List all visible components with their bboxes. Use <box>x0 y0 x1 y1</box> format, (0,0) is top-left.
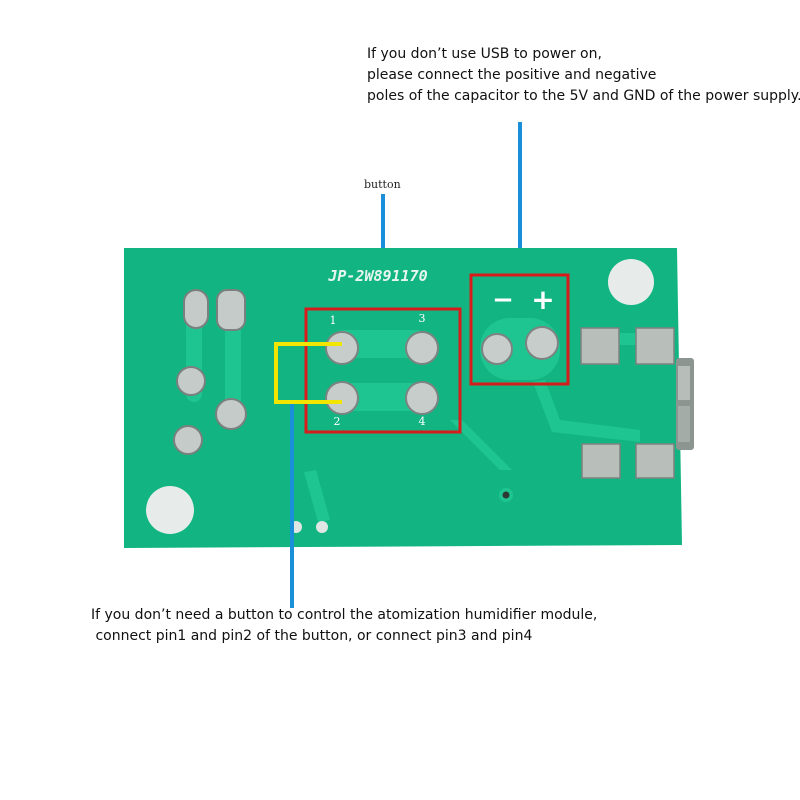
minus-sign: − <box>492 285 514 315</box>
button-label: button <box>364 178 401 191</box>
button-pin-4 <box>405 381 439 415</box>
pin-label-4: 4 <box>419 415 426 428</box>
capacitor-pad-minus <box>481 333 513 365</box>
mounting-hole-top-right <box>608 259 654 305</box>
bypass-note-line2: connect pin1 and pin2 of the button, or … <box>95 628 533 644</box>
button-pins <box>325 331 439 415</box>
pin-label-3: 3 <box>419 312 426 325</box>
button-pin-3 <box>405 331 439 365</box>
mounting-hole-bottom-left <box>146 486 194 534</box>
plus-sign: + <box>531 283 554 316</box>
capacitor-pointer-line <box>518 122 522 274</box>
left-solder-joints <box>173 289 247 455</box>
usb-note-line3: poles of the capacitor to the 5V and GND… <box>367 88 800 104</box>
usb-power-note: If you don’t use USB to power on, please… <box>367 44 800 107</box>
button-bypass-note: If you don’t need a button to control th… <box>91 605 597 647</box>
capacitor-highlight-box <box>469 273 570 386</box>
pin-numbers: 1 3 2 4 <box>330 312 426 428</box>
pcb-silkscreen: JP-2W891170 <box>327 267 427 285</box>
usb-connector-shell-top <box>678 366 690 400</box>
usb-smd-pads <box>580 327 675 479</box>
capacitor-pads <box>481 326 559 365</box>
button-highlight-box <box>304 307 462 434</box>
usb-note-line2: please connect the positive and negative <box>367 67 657 83</box>
button-pin-2 <box>325 381 359 415</box>
pin-label-2: 2 <box>334 415 341 428</box>
usb-connector-shell-bottom <box>678 406 690 442</box>
pin-label-1: 1 <box>330 314 337 327</box>
pin1-pin2-jumper <box>274 342 342 404</box>
button-pin-1 <box>325 331 359 365</box>
bypass-note-line1: If you don’t need a button to control th… <box>91 607 598 623</box>
bottom-note-pointer-line <box>290 404 294 608</box>
capacitor-pad-plus <box>525 326 559 360</box>
usb-note-line1: If you don’t use USB to power on, <box>367 46 602 62</box>
